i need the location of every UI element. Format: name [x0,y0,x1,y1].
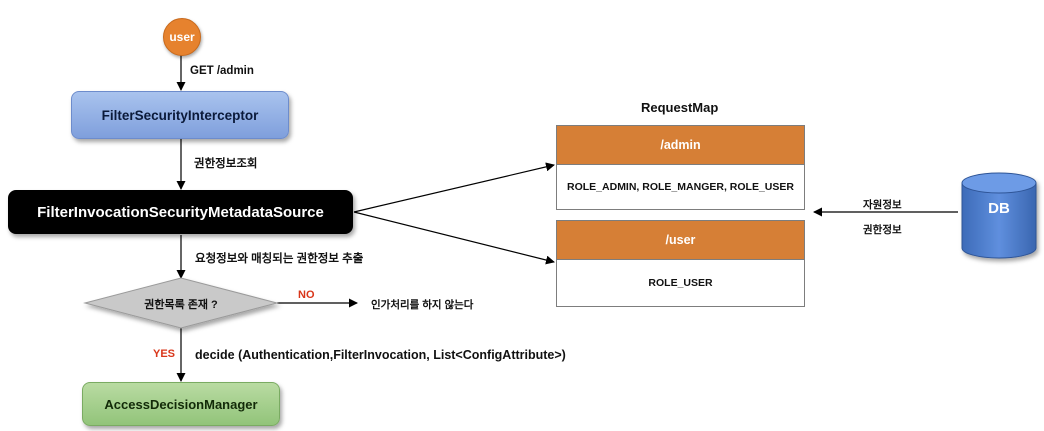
request-map-admin-url-label: /admin [660,138,701,152]
db-cylinder [961,172,1037,259]
no-result-label: 인가처리를 하지 않는다 [371,299,474,311]
metadata-source-box: FilterInvocationSecurityMetadataSource [8,190,353,234]
request-map-user-url: /user [556,220,805,260]
lookup-authority-label: 권한정보조회 [194,158,258,170]
user-node-label: user [169,30,195,44]
request-map-admin-roles: ROLE_ADMIN, ROLE_MANGER, ROLE_USER [556,164,805,210]
authority-info-label: 권한정보 [863,224,902,236]
request-map-admin-url: /admin [556,125,805,165]
no-label: NO [298,289,315,301]
request-map-admin-roles-label: ROLE_ADMIN, ROLE_MANGER, ROLE_USER [567,181,794,193]
request-map-user-roles-label: ROLE_USER [648,277,713,289]
user-node: user [163,18,201,56]
yes-label: YES [153,348,176,360]
access-decision-manager-label: AccessDecisionManager [104,396,258,412]
filter-security-interceptor-box: FilterSecurityInterceptor [71,91,289,139]
arrow-metadata-to-admin-map [353,162,555,213]
request-map-user-roles: ROLE_USER [556,259,805,307]
decision-diamond [83,277,279,329]
request-map-user-url-label: /user [665,233,696,247]
arrow-metadata-to-user-map [353,211,555,265]
extract-matching-label: 요청정보와 매칭되는 권한정보 추출 [195,253,364,265]
metadata-source-label: FilterInvocationSecurityMetadataSource [37,203,324,221]
get-admin-label: GET /admin [190,65,254,77]
filter-security-interceptor-label: FilterSecurityInterceptor [101,107,259,123]
access-decision-manager-box: AccessDecisionManager [82,382,280,426]
decision-question-label: 권한목록 존재 ? [144,299,218,311]
db-label: DB [988,200,1010,217]
request-map-title: RequestMap [641,100,719,115]
resource-info-label: 자원정보 [863,199,902,211]
decide-call-label: decide (Authentication,FilterInvocation,… [195,348,566,362]
